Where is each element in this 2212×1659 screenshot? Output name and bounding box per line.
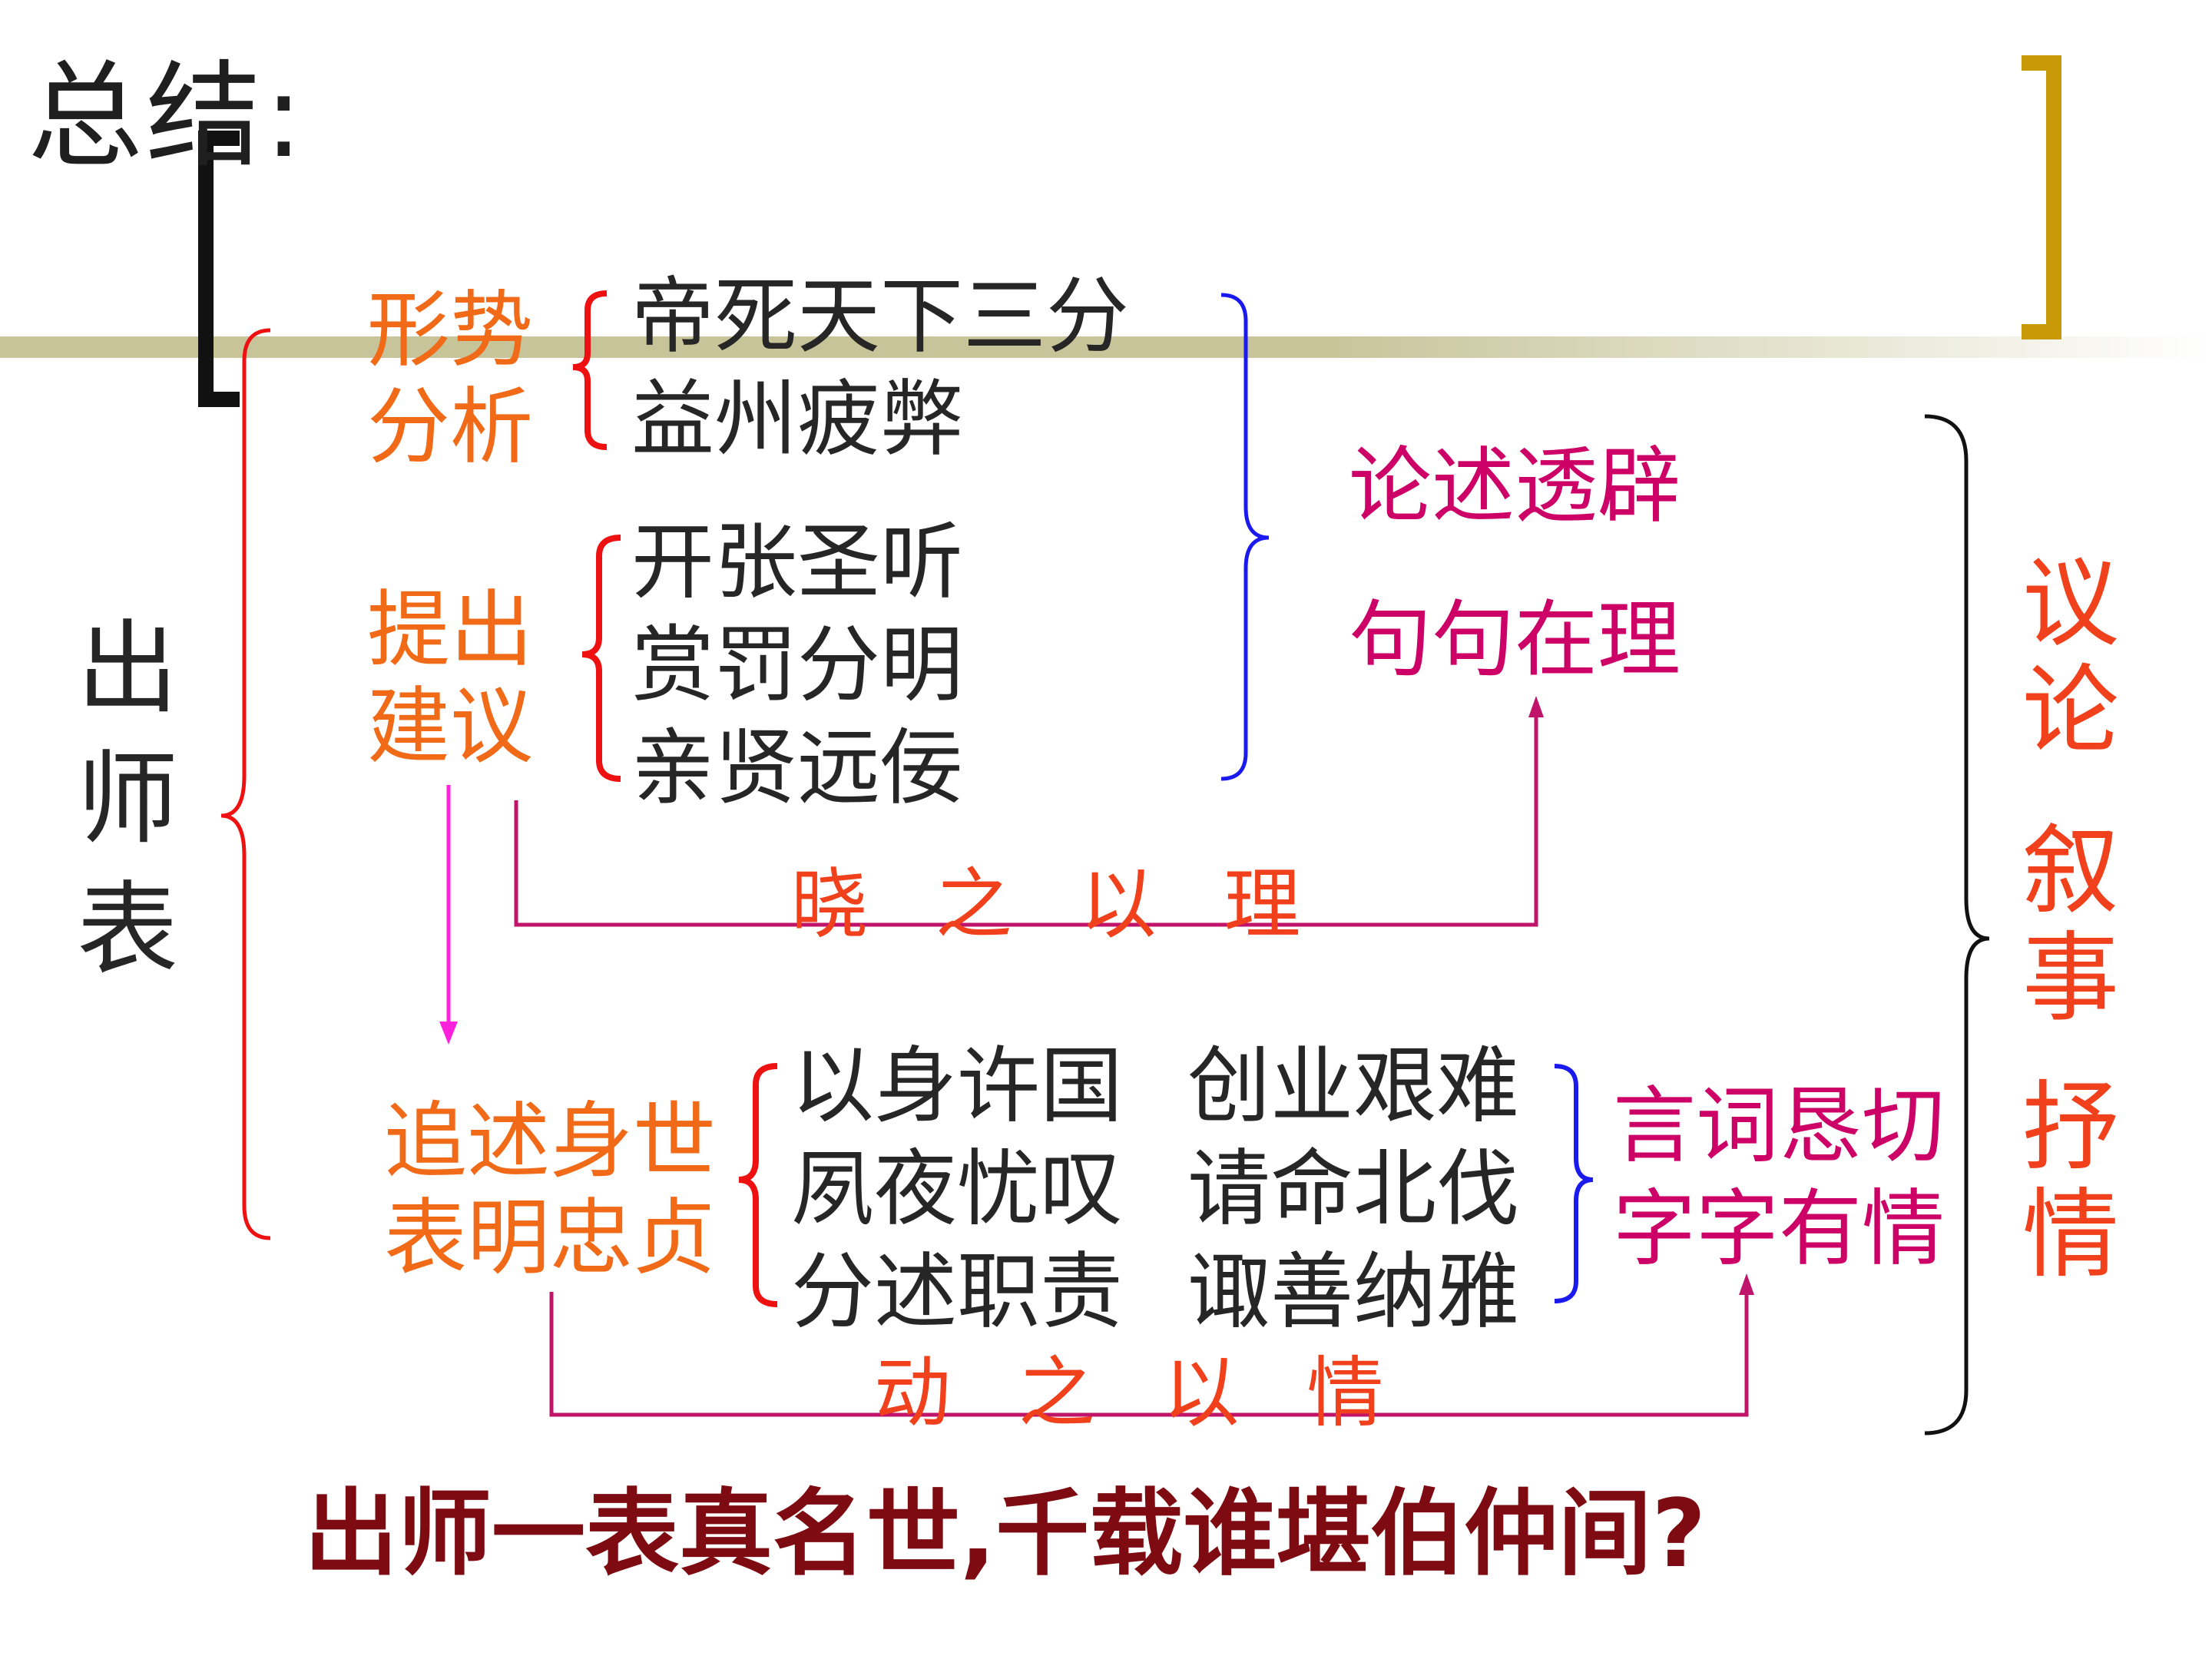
slide-title: 总结: — [28, 50, 306, 184]
section2-label: 提出 建议 — [367, 582, 533, 776]
red-brace-section2 — [581, 535, 621, 782]
summary2: 言词恳切 字字有情 — [1613, 1075, 1945, 1281]
section3-items-col1: 以身许国 夙夜忧叹 分述职责 — [791, 1035, 1123, 1344]
style-lyric-char2: 情 — [2022, 1178, 2119, 1291]
style-argument-char2: 论 — [2022, 654, 2119, 767]
section1-label-line2: 分析 — [367, 379, 534, 475]
list-item: 亲贤远佞 — [631, 720, 964, 816]
section3-label-line1: 追述身世 — [384, 1094, 717, 1190]
summary2-line1: 言词恳切 — [1613, 1078, 1945, 1174]
list-item: 请命北伐 — [1187, 1141, 1520, 1237]
section3-label: 追述身世 表明忠贞 — [384, 1094, 716, 1287]
section1-label: 形势 分析 — [367, 283, 533, 476]
list-item: 诹善纳雅 — [1187, 1244, 1520, 1340]
style-narration-char2: 事 — [2022, 922, 2119, 1035]
style-lyric-char1: 抒 — [2022, 1071, 2119, 1184]
list-item: 赏罚分明 — [631, 618, 964, 714]
style-argument: 议 论 — [2017, 550, 2124, 765]
section3-label-line2: 表明忠贞 — [384, 1190, 717, 1286]
list-item: 开张圣听 — [631, 515, 964, 611]
list-item: 分述职责 — [791, 1244, 1124, 1340]
red-brace-section3 — [738, 1063, 778, 1307]
red-main-brace — [220, 328, 271, 1240]
reason-note: 晓 之 以 理 — [791, 859, 1323, 949]
list-item: 帝死天下三分 — [631, 269, 1130, 365]
section2-label-line1: 提出 — [367, 582, 534, 678]
style-narration: 叙 事 — [2017, 817, 2124, 1032]
list-item: 以身许国 — [791, 1038, 1124, 1134]
olive-header-line — [0, 336, 2212, 358]
style-lyric: 抒 情 — [2017, 1074, 2124, 1289]
list-item: 创业艰难 — [1187, 1038, 1520, 1134]
summary1-line2: 句句在理 — [1349, 592, 1681, 688]
section3-items-col2: 创业艰难 请命北伐 诹善纳雅 — [1187, 1035, 1519, 1344]
list-item: 夙夜忧叹 — [791, 1141, 1124, 1237]
black-left-bracket — [198, 131, 240, 407]
style-narration-char1: 叙 — [2022, 814, 2119, 927]
style-argument-char1: 议 — [2022, 547, 2119, 660]
blue-brace-upper — [1220, 293, 1270, 781]
emotion-connector — [549, 1283, 1749, 1417]
list-item: 益州疲弊 — [631, 372, 964, 468]
gold-right-bracket — [2022, 55, 2061, 339]
reason-connector — [514, 705, 1538, 927]
summary2-line2: 字字有情 — [1613, 1181, 1945, 1277]
section2-items: 开张圣听 赏罚分明 亲贤远佞 — [631, 512, 963, 820]
emotion-note: 动 之 以 情 — [874, 1348, 1406, 1438]
section1-label-line1: 形势 — [367, 283, 534, 379]
section1-items: 帝死天下三分 益州疲弊 — [631, 266, 1129, 472]
emotion-arrowhead — [1739, 1273, 1754, 1295]
summary1-line1: 论述透辟 — [1349, 439, 1681, 535]
red-brace-section1 — [572, 290, 608, 450]
black-right-brace — [1924, 414, 1990, 1435]
pink-down-arrowhead — [439, 1022, 458, 1045]
blue-brace-lower — [1554, 1064, 1594, 1303]
main-topic: 出师表 — [77, 610, 178, 989]
reason-arrowhead — [1528, 696, 1544, 717]
bottom-poem: 出师一表真名世,千载谁堪伯仲间? — [304, 1479, 1707, 1588]
section2-label-line2: 建议 — [367, 679, 534, 775]
